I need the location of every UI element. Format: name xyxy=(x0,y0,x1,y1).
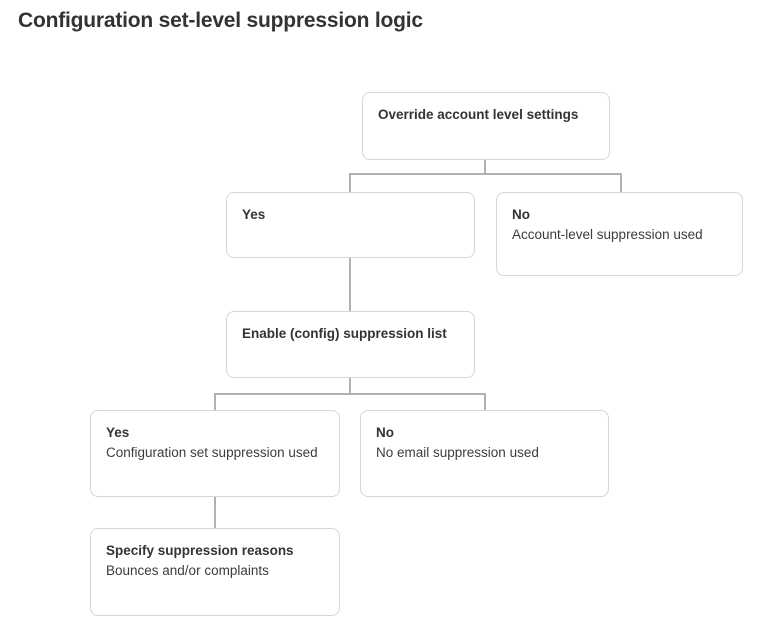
node-heading: Override account level settings xyxy=(378,107,579,122)
node-body: No email suppression used xyxy=(376,445,539,460)
node-heading: No xyxy=(376,425,394,440)
node-heading: Yes xyxy=(106,425,130,440)
node-heading: No xyxy=(512,207,530,222)
connector-to-no-enable xyxy=(484,393,486,411)
connector-override-branch-bar xyxy=(349,173,622,175)
node-heading: Yes xyxy=(242,207,266,222)
connector-yes-to-specify xyxy=(214,497,216,529)
node-body: Bounces and/or complaints xyxy=(106,563,269,578)
connector-to-yes-enable xyxy=(214,393,216,411)
connector-enable-stem xyxy=(349,378,351,394)
flow-node-enable-yes: Yes Configuration set suppression used xyxy=(90,410,340,497)
page-title: Configuration set-level suppression logi… xyxy=(18,9,423,32)
flow-node-enable-config-suppression: Enable (config) suppression list xyxy=(226,311,475,378)
connector-enable-branch-bar xyxy=(214,393,486,395)
connector-override-stem xyxy=(484,160,486,174)
flow-node-override-no: No Account-level suppression used xyxy=(496,192,743,276)
connector-to-yes-override xyxy=(349,173,351,193)
node-heading: Enable (config) suppression list xyxy=(242,326,447,341)
connector-yes-to-enable xyxy=(349,258,351,312)
node-heading: Specify suppression reasons xyxy=(106,543,294,558)
flow-node-enable-no: No No email suppression used xyxy=(360,410,609,497)
flow-node-override-account-settings: Override account level settings xyxy=(362,92,610,160)
node-body: Account-level suppression used xyxy=(512,227,703,242)
flow-node-specify-suppression-reasons: Specify suppression reasons Bounces and/… xyxy=(90,528,340,616)
node-body: Configuration set suppression used xyxy=(106,445,318,460)
connector-to-no-override xyxy=(620,173,622,193)
flow-node-override-yes: Yes xyxy=(226,192,475,258)
